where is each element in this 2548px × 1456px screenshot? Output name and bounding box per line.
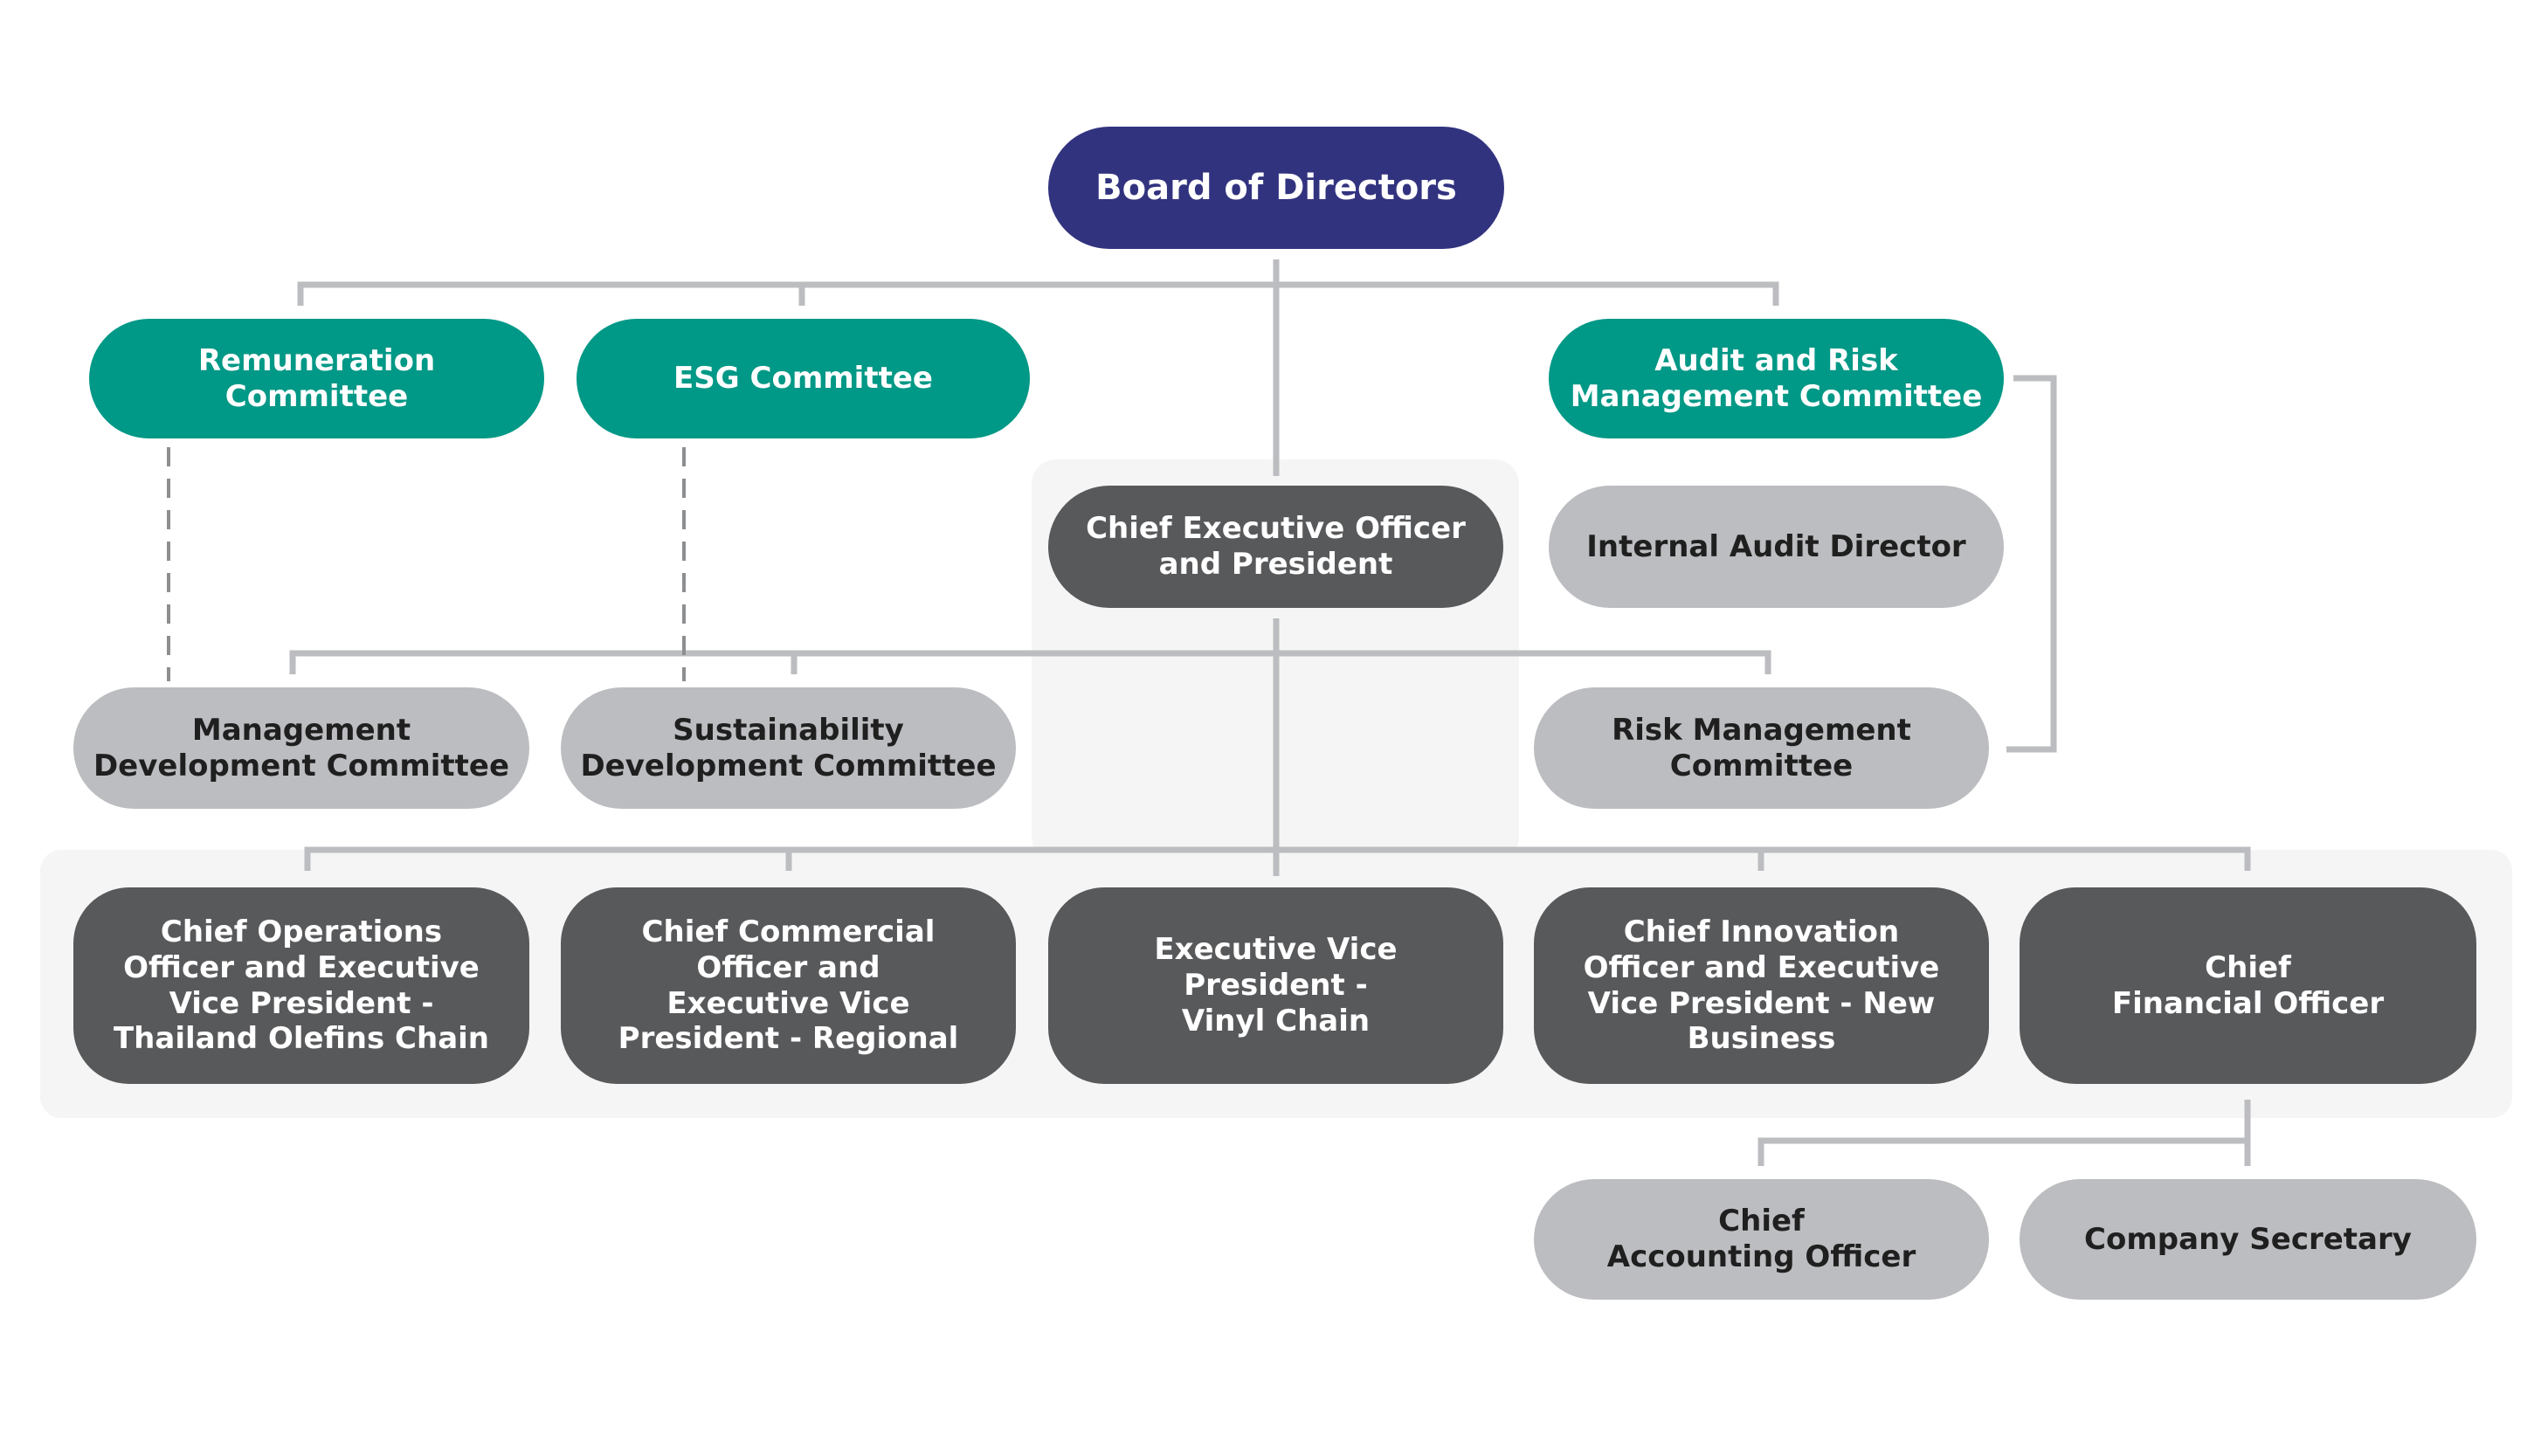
ceo-and-president[interactable]: Chief Executive Officer and President bbox=[1048, 486, 1503, 608]
board-of-directors[interactable]: Board of Directors bbox=[1048, 127, 1504, 249]
connector-audit-risk-bracket bbox=[2006, 375, 2057, 753]
connector-management-committees bbox=[289, 650, 1771, 674]
executive-cfo[interactable]: Chief Financial Officer bbox=[2020, 887, 2476, 1084]
chief-accounting-officer-label: Chief Accounting Officer bbox=[1606, 1204, 1916, 1274]
internal-audit-director[interactable]: Internal Audit Director bbox=[1549, 486, 2004, 608]
risk-management-committee[interactable]: Risk Management Committee bbox=[1534, 687, 1989, 809]
remuneration-committee-label: Remuneration Committee bbox=[197, 342, 436, 414]
remuneration-committee[interactable]: Remuneration Committee bbox=[89, 319, 544, 438]
executive-cco-regional[interactable]: Chief Commercial Officer and Executive V… bbox=[561, 887, 1016, 1084]
sustainability-development-committee[interactable]: Sustainability Development Committee bbox=[561, 687, 1016, 809]
ceo-and-president-label: Chief Executive Officer and President bbox=[1086, 511, 1466, 582]
sustainability-development-committee-label: Sustainability Development Committee bbox=[580, 712, 997, 783]
audit-risk-management-committee-label: Audit and Risk Management Committee bbox=[1570, 342, 1983, 414]
executive-cio-new-business-label: Chief Innovation Officer and Executive V… bbox=[1583, 914, 1940, 1057]
management-development-committee-label: Management Development Committee bbox=[93, 712, 510, 783]
risk-management-committee-label: Risk Management Committee bbox=[1612, 712, 1911, 783]
management-development-committee[interactable]: Management Development Committee bbox=[73, 687, 529, 809]
company-secretary-label: Company Secretary bbox=[2084, 1221, 2412, 1257]
connector-cfo-reports bbox=[1757, 1137, 2248, 1166]
internal-audit-director-label: Internal Audit Director bbox=[1586, 528, 1966, 564]
chief-accounting-officer[interactable]: Chief Accounting Officer bbox=[1534, 1179, 1989, 1300]
board-of-directors-label: Board of Directors bbox=[1095, 168, 1457, 208]
esg-committee-label: ESG Committee bbox=[673, 361, 933, 397]
company-secretary[interactable]: Company Secretary bbox=[2020, 1179, 2476, 1300]
esg-committee[interactable]: ESG Committee bbox=[577, 319, 1030, 438]
executive-evp-vinyl[interactable]: Executive Vice President - Vinyl Chain bbox=[1048, 887, 1503, 1084]
executive-cfo-label: Chief Financial Officer bbox=[2111, 949, 2385, 1021]
executive-cco-regional-label: Chief Commercial Officer and Executive V… bbox=[618, 914, 959, 1057]
executive-evp-vinyl-label: Executive Vice President - Vinyl Chain bbox=[1154, 932, 1398, 1039]
connector-board-committees bbox=[297, 281, 1779, 306]
executive-coo-olefins-label: Chief Operations Officer and Executive V… bbox=[113, 914, 490, 1057]
audit-risk-management-committee[interactable]: Audit and Risk Management Committee bbox=[1549, 319, 2004, 438]
executive-cio-new-business[interactable]: Chief Innovation Officer and Executive V… bbox=[1534, 887, 1989, 1084]
executive-coo-olefins[interactable]: Chief Operations Officer and Executive V… bbox=[73, 887, 529, 1084]
connector-executives bbox=[304, 846, 2251, 871]
